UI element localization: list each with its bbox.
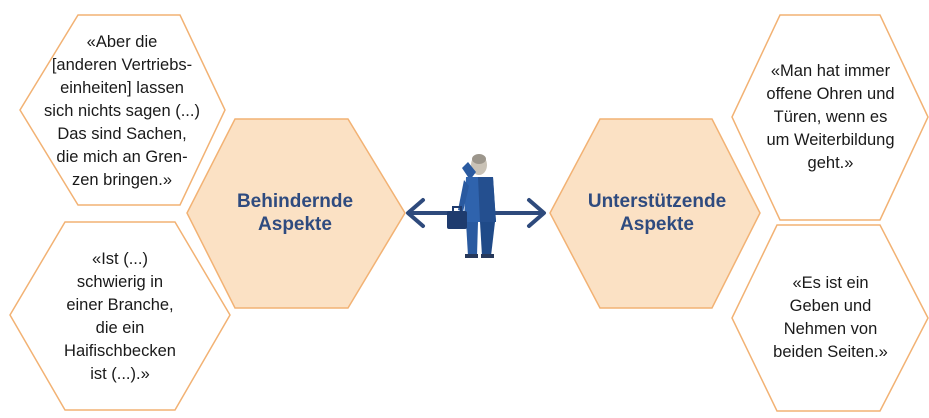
quote-line: [anderen Vertriebs-: [51, 55, 193, 74]
hexagon-behindernde: [186, 118, 406, 309]
hexagon-top-left: [19, 14, 226, 206]
quote-line: «Ist (...): [92, 250, 148, 268]
quote-top-right: «Man hat immer offene Ohren und Türen, w…: [738, 52, 923, 182]
unterstuetzende-line-1: Unterstützende: [587, 191, 727, 212]
quote-line: Das sind Sachen,: [57, 124, 187, 143]
quote-line: «Es ist ein: [792, 274, 869, 292]
quote-line: Nehmen von: [783, 320, 878, 338]
quote-line: einer Branche,: [66, 296, 174, 314]
quote-line: Haifischbecken: [64, 342, 176, 360]
hexagon-bottom-left: [9, 221, 231, 411]
unterstuetzende-line-2: Aspekte: [620, 214, 694, 235]
behindernde-line-1: Behindernde: [236, 191, 354, 212]
hexagon-bottom-right: [731, 224, 929, 412]
businessman-with-briefcase-icon: [447, 154, 496, 258]
behindernde-line-2: Aspekte: [258, 214, 332, 235]
quote-line: Geben und: [789, 297, 872, 315]
quote-line: offene Ohren und: [766, 84, 895, 103]
hexagon-top-right: [731, 14, 929, 221]
quote-top-left: «Aber die [anderen Vertriebs- einheiten]…: [22, 18, 222, 204]
hexagon-unterstuetzende: [549, 118, 761, 309]
quote-line: schwierig in: [76, 273, 164, 291]
quote-line: sich nichts sagen (...): [44, 101, 200, 120]
quote-line: um Weiterbildung: [766, 130, 895, 149]
quote-line: zen bringen.»: [72, 170, 172, 189]
quote-line: geht.»: [807, 153, 854, 172]
quote-line: Türen, wenn es: [773, 107, 888, 126]
unterstuetzende-aspekte-label: Unterstützende Aspekte: [562, 185, 752, 241]
quote-line: einheiten] lassen: [60, 78, 184, 97]
quote-line: die ein: [95, 319, 145, 337]
behindernde-aspekte-label: Behindernde Aspekte: [200, 185, 390, 241]
quote-line: «Aber die: [86, 32, 158, 51]
quote-line: «Man hat immer: [770, 61, 891, 80]
quote-line: ist (...).»: [90, 365, 150, 383]
quote-bottom-left: «Ist (...) schwierig in einer Branche, d…: [20, 240, 220, 394]
quote-line: beiden Seiten.»: [773, 343, 888, 361]
quote-line: die mich an Gren-: [56, 147, 188, 166]
quote-bottom-right: «Es ist ein Geben und Nehmen von beiden …: [738, 266, 923, 370]
